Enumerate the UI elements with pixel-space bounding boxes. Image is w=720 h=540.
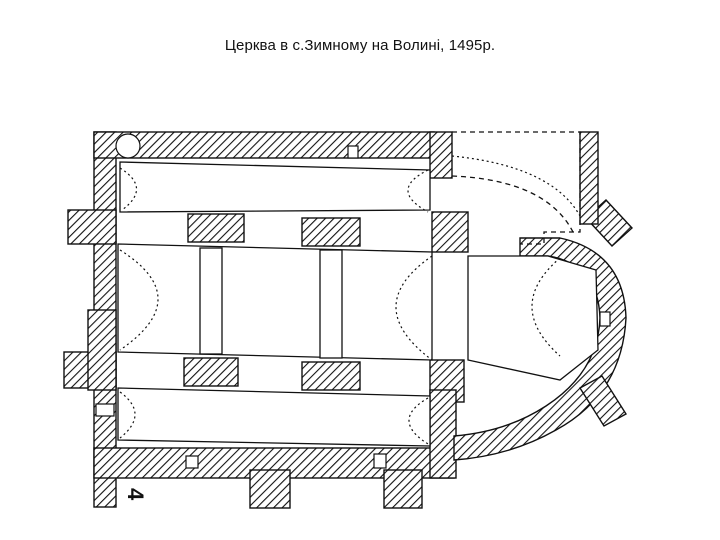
annex-outline	[452, 131, 581, 245]
east-partition-upper	[431, 211, 469, 253]
window-west	[95, 403, 115, 417]
north-east-corner	[429, 131, 453, 179]
dotted-apse-curve	[531, 257, 561, 357]
south-buttress-2	[383, 469, 423, 509]
window-north	[347, 145, 359, 159]
corner-mark: 4	[123, 488, 148, 501]
north-wall	[93, 131, 435, 159]
upper-pier-1	[187, 213, 245, 243]
dotted-vault-sw	[119, 391, 136, 439]
nave-column-1	[199, 247, 223, 355]
east-partition-center	[429, 389, 457, 479]
west-buttress-upper	[67, 209, 117, 245]
dotted-vault-nw	[119, 167, 138, 211]
window-south-2	[373, 453, 387, 469]
nave-column-2	[319, 249, 343, 359]
slide-title: Церква в с.Зимному на Волині, 1495р.	[224, 37, 496, 54]
apse-interior	[467, 255, 599, 381]
window-south-1	[185, 455, 199, 469]
north-east-wall	[579, 131, 599, 225]
lower-pier-2	[301, 361, 361, 391]
dotted-vault-west	[119, 249, 159, 351]
window-apse	[599, 311, 611, 327]
stair-turret	[115, 133, 141, 159]
annex-inner-arc	[451, 175, 575, 235]
south-buttress-1	[249, 469, 291, 509]
north-aisle-vault	[119, 161, 431, 213]
dotted-vault-se	[408, 397, 429, 445]
apse-buttress-se	[579, 375, 627, 427]
south-aisle-vault	[117, 387, 431, 447]
lower-pier-1	[183, 357, 239, 387]
nave-west-bay	[117, 243, 433, 361]
west-buttress-lower-stem	[87, 309, 117, 391]
upper-pier-2	[301, 217, 361, 247]
